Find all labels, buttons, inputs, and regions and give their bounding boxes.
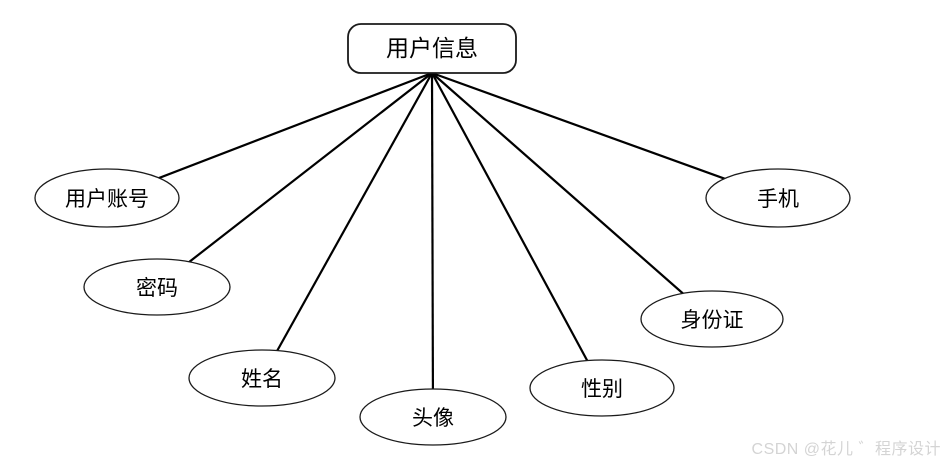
attribute-ellipse [640, 290, 784, 348]
connector-line-gender [431, 72, 603, 389]
attribute-ellipse [188, 349, 336, 407]
attribute-node-password: 密码 [83, 258, 231, 316]
attribute-node-account: 用户账号 [34, 168, 180, 228]
attribute-node-phone: 手机 [705, 168, 851, 228]
attribute-label: 姓名 [241, 367, 283, 391]
connector-line-name [261, 72, 433, 379]
connector-line-idcard [431, 72, 713, 320]
attribute-ellipse [705, 168, 851, 228]
attribute-node-name: 姓名 [188, 349, 336, 407]
attribute-node-gender: 性别 [529, 359, 675, 417]
connector-lines [106, 71, 779, 418]
connector-line-avatar [430, 72, 435, 418]
attribute-label: 身份证 [681, 308, 744, 332]
attribute-label: 头像 [412, 406, 454, 430]
attribute-node-avatar: 头像 [359, 388, 507, 446]
attribute-label: 用户账号 [65, 187, 149, 211]
watermark-text: CSDN @花儿 ゛程序设计 [751, 441, 941, 458]
attribute-ellipse [34, 168, 180, 228]
connector-line-phone [431, 71, 779, 200]
attribute-label: 手机 [757, 187, 799, 211]
entity-box [347, 23, 517, 74]
attribute-ellipse [359, 388, 507, 446]
attribute-label: 密码 [136, 276, 178, 300]
entity-label: 用户信息 [386, 36, 478, 61]
entity-node-user-info: 用户信息 [347, 23, 517, 74]
attribute-ellipse [83, 258, 231, 316]
attribute-label: 性别 [581, 377, 623, 401]
attribute-node-idcard: 身份证 [640, 290, 784, 348]
connector-line-password [156, 72, 433, 288]
connector-line-account [106, 71, 433, 200]
attribute-ellipse [529, 359, 675, 417]
